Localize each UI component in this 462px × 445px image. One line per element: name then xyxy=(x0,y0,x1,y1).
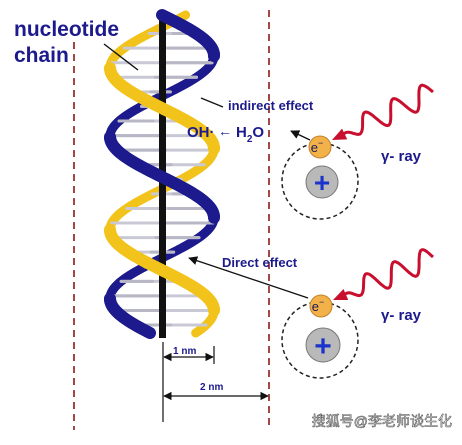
gamma-ray-bottom-label: γ- ray xyxy=(381,307,422,324)
scale-2nm-label: 2 nm xyxy=(200,382,223,393)
title-nucleotide: nucleotide xyxy=(14,18,119,41)
backbone-strand-navy-front xyxy=(147,332,150,333)
backbone-strand-gold-back xyxy=(196,332,198,333)
scale-1nm-label: 1 nm xyxy=(173,346,196,357)
direct-effect-label: Direct effect xyxy=(222,255,298,270)
atom-top-nucleus-plus: + xyxy=(314,167,330,198)
atom-bottom: + e− xyxy=(282,295,358,378)
water-arrow: ← xyxy=(218,123,232,139)
oh-radical: OH· xyxy=(187,124,215,141)
water-to-electron-arrow xyxy=(291,131,310,140)
scale-2nm: 2 nm xyxy=(164,382,268,396)
title-chain: chain xyxy=(14,44,69,67)
gamma-wave-top xyxy=(343,85,433,135)
indirect-effect-pointer xyxy=(201,98,223,107)
atom-bottom-nucleus-plus: + xyxy=(314,330,332,363)
watermark: 搜狐号@李老师谈生化 xyxy=(312,413,452,429)
atom-top: + e− xyxy=(282,136,358,219)
gamma-wave-bottom xyxy=(344,250,433,296)
indirect-effect-label: indirect effect xyxy=(228,98,314,113)
gamma-ray-top-label: γ- ray xyxy=(381,148,422,165)
water-formula: H2O xyxy=(236,124,264,145)
